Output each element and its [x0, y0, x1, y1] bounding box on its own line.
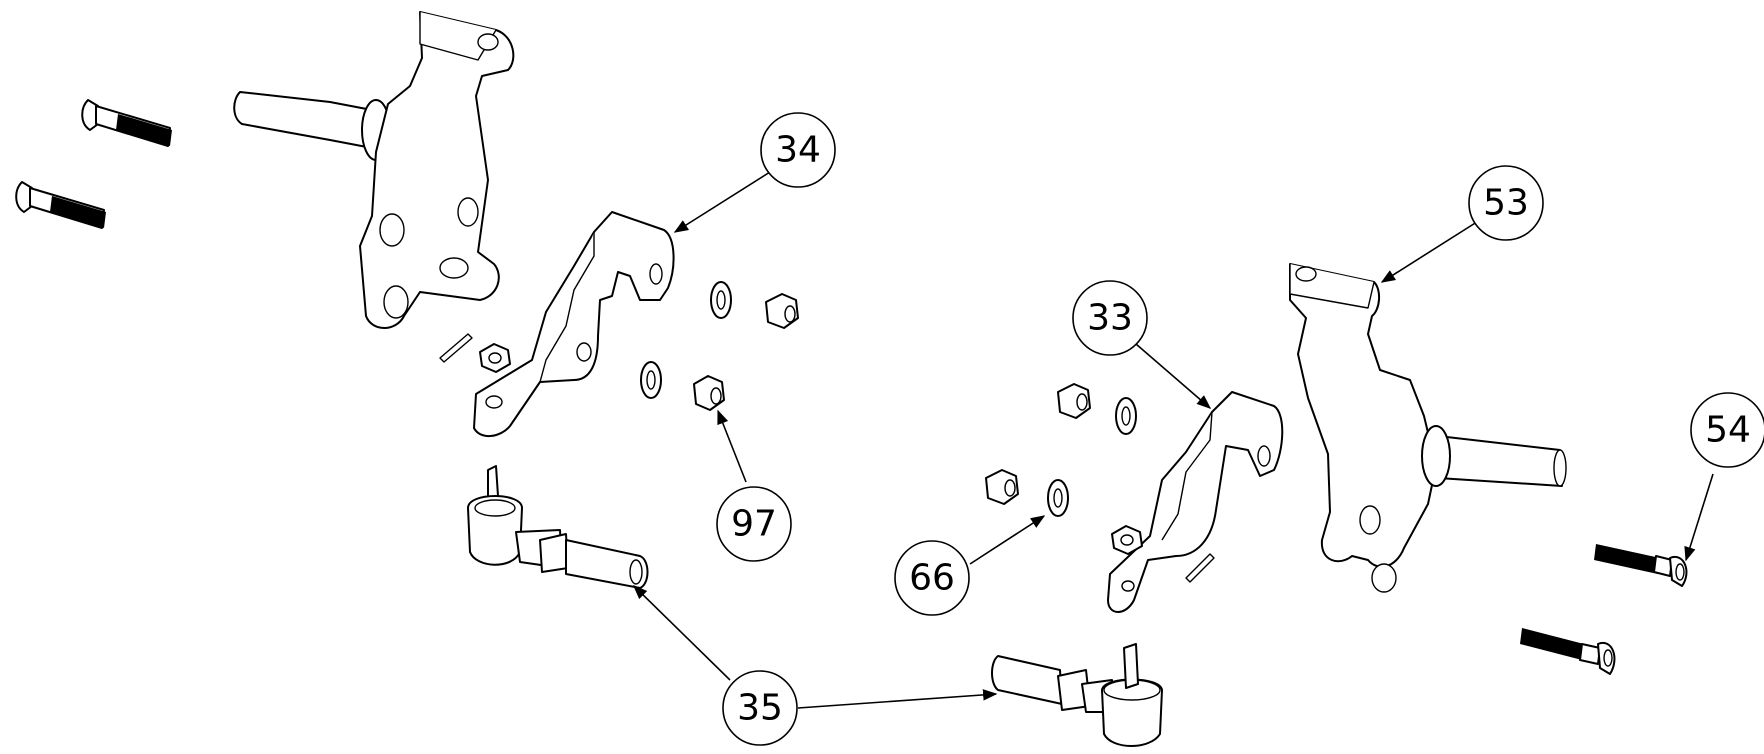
right-nut-upper [1057, 383, 1091, 419]
left-washer-upper [710, 281, 732, 319]
right-bolt-lower [1520, 628, 1616, 675]
leader-33 [1135, 343, 1212, 409]
callout-66: 66 [894, 540, 970, 616]
callout-label: 97 [731, 504, 777, 545]
right-tie-rod-end [991, 643, 1163, 747]
right-steering-arm [1107, 391, 1284, 613]
leader-53 [1380, 219, 1481, 283]
callout-circle [1690, 392, 1764, 468]
left-cotter-pin [439, 333, 473, 363]
callout-circle [1468, 165, 1544, 241]
callout-label: 33 [1087, 298, 1133, 339]
callout-label: 35 [737, 688, 783, 729]
callout-circle [716, 486, 792, 562]
callouts: 34 53 33 54 97 66 35 [716, 112, 1764, 746]
callout-label: 34 [775, 130, 821, 171]
left-washer-lower [640, 361, 662, 399]
left-steering-arm [473, 211, 675, 437]
right-bolt-upper [1594, 544, 1688, 587]
callout-97: 97 [716, 486, 792, 562]
callout-54: 54 [1690, 392, 1764, 468]
left-spindle-knuckle [233, 11, 515, 329]
left-castle-nut [479, 343, 511, 373]
callout-circle [894, 540, 970, 616]
leader-66 [969, 515, 1046, 565]
left-bolt-lower [15, 181, 106, 229]
callout-circle [760, 112, 836, 188]
callout-35: 35 [722, 670, 798, 746]
callout-circle [722, 670, 798, 746]
left-bolt-upper [81, 99, 172, 147]
callout-circle [1072, 280, 1148, 356]
left-nut-lower [693, 375, 725, 411]
leader-lines [632, 171, 1714, 709]
callout-label: 66 [909, 558, 955, 599]
leader-35-right [797, 689, 998, 709]
callout-53: 53 [1468, 165, 1544, 241]
left-nut-upper [765, 293, 799, 329]
leader-34 [673, 171, 771, 233]
callout-33: 33 [1072, 280, 1148, 356]
right-spindle-knuckle [1289, 263, 1567, 593]
left-tie-rod-end [467, 465, 649, 589]
leader-97 [717, 409, 747, 483]
callout-34: 34 [760, 112, 836, 188]
callout-label: 53 [1483, 183, 1529, 224]
leader-35-left [632, 584, 731, 681]
right-washer-upper [1115, 397, 1137, 435]
right-cotter-pin [1185, 553, 1215, 583]
leader-54 [1684, 473, 1714, 562]
right-washer-lower [1047, 479, 1069, 517]
right-castle-nut [1111, 525, 1143, 555]
callout-label: 54 [1705, 410, 1751, 451]
right-nut-lower [985, 469, 1019, 505]
